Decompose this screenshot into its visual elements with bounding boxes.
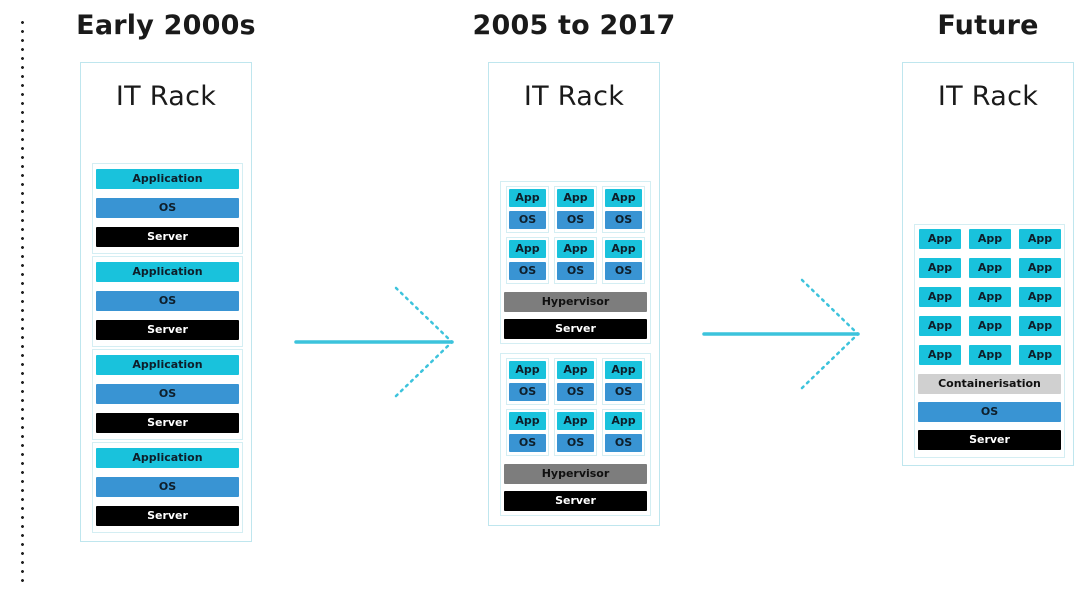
vm-app: App [605,412,642,430]
vm-cell [506,237,549,284]
container-app: App [969,287,1011,307]
vm-os: OS [557,434,594,452]
era-title-early-2000s: Early 2000s [76,10,256,41]
hypervisor-layer: Hypervisor [504,292,647,312]
era-title-2005-to-2017: 2005 to 2017 [472,10,676,41]
server-layer: Server [918,430,1061,450]
os-layer: OS [96,477,239,497]
container-app: App [969,316,1011,336]
container-app: App [969,345,1011,365]
container-app: App [919,345,961,365]
container-app: App [969,229,1011,249]
container-app: App [969,258,1011,278]
vm-app: App [557,412,594,430]
os-layer: OS [96,198,239,218]
vm-app: App [557,240,594,258]
container-app: App [919,316,961,336]
vm-os: OS [509,262,546,280]
vm-os: OS [557,262,594,280]
vm-cell [506,186,549,233]
container-host [914,224,1065,458]
vm-cell [554,186,597,233]
vm-os: OS [557,211,594,229]
vm-os: OS [605,434,642,452]
os-layer: OS [96,291,239,311]
vm-app: App [557,361,594,379]
server-stack [92,442,243,533]
server-layer: Server [96,413,239,433]
vm-os: OS [605,262,642,280]
container-app: App [1019,316,1061,336]
vm-app: App [605,189,642,207]
arrow-right-icon [294,286,454,398]
vm-app: App [509,412,546,430]
server-stack [92,163,243,254]
vm-cell [506,358,549,405]
server-layer: Server [96,320,239,340]
vm-app: App [605,240,642,258]
timeline-dotted-line [21,18,24,584]
container-app: App [1019,345,1061,365]
server-stack [92,349,243,440]
container-app: App [1019,287,1061,307]
era-title-future: Future [937,10,1039,41]
vm-app: App [509,189,546,207]
vm-os: OS [509,383,546,401]
rack-title: IT Rack [937,81,1039,112]
vm-cell [602,186,645,233]
containerisation-layer: Containerisation [918,374,1061,394]
container-app: App [919,229,961,249]
server-layer: Server [504,491,647,511]
container-app: App [919,287,961,307]
server-layer: Server [504,319,647,339]
vm-app: App [605,361,642,379]
rack-title: IT Rack [115,81,217,112]
vm-cell [602,358,645,405]
vm-cell [554,409,597,456]
vm-cell [602,409,645,456]
vm-app: App [509,361,546,379]
rack-title: IT Rack [523,81,625,112]
server-stack [92,256,243,347]
vm-cell [554,358,597,405]
server-layer: Server [96,506,239,526]
arrow-right-icon [702,278,860,390]
application-layer: Application [96,448,239,468]
os-layer: OS [918,402,1061,422]
container-app: App [1019,229,1061,249]
hypervisor-layer: Hypervisor [504,464,647,484]
application-layer: Application [96,262,239,282]
vm-os: OS [509,211,546,229]
vm-os: OS [557,383,594,401]
server-layer: Server [96,227,239,247]
application-layer: Application [96,169,239,189]
application-layer: Application [96,355,239,375]
vm-os: OS [605,211,642,229]
container-app: App [1019,258,1061,278]
vm-app: App [557,189,594,207]
vm-os: OS [509,434,546,452]
vm-cell [602,237,645,284]
vm-cell [554,237,597,284]
container-app: App [919,258,961,278]
vm-cell [506,409,549,456]
vm-app: App [509,240,546,258]
os-layer: OS [96,384,239,404]
virtualized-host [500,353,651,516]
virtualized-host [500,181,651,344]
vm-os: OS [605,383,642,401]
